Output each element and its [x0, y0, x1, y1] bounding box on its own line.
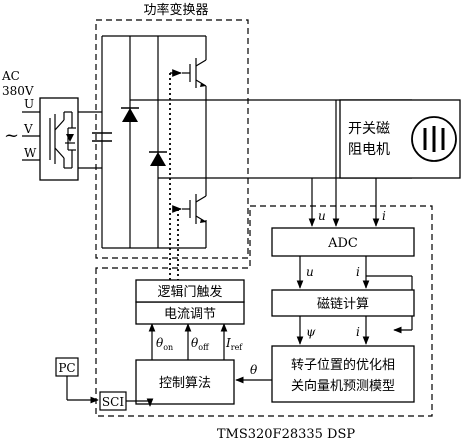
power-converter-boundary	[95, 19, 249, 259]
rectifier-diode-icon	[66, 134, 74, 142]
flux-linkage-label: 磁链计算	[317, 297, 369, 312]
ac-voltage: 380V	[2, 84, 34, 98]
signal-i-low: i	[356, 325, 360, 339]
logic-trigger-block	[135, 279, 245, 303]
control-algorithm-block	[135, 359, 235, 405]
dc-link-capacitor-icon	[92, 132, 112, 142]
gate-signal-lines	[169, 73, 179, 283]
phase-input-lines	[22, 111, 40, 161]
pc-label: PC	[58, 361, 75, 375]
prediction-model-line2: 关向量机预测模型	[291, 378, 395, 394]
freewheel-diode-upper-icon	[122, 108, 138, 122]
tilde-symbol: ~	[4, 125, 19, 146]
signal-psi: ψ	[306, 325, 316, 339]
signal-theta-on: θon	[156, 336, 173, 352]
signal-i-ref: Iref	[225, 336, 243, 352]
flux-linkage-block	[271, 289, 415, 317]
signal-i-mid: i	[356, 265, 360, 279]
control-algorithm-label: 控制算法	[159, 376, 211, 391]
phase-u-label: U	[24, 97, 34, 111]
ac-label: AC	[1, 69, 20, 83]
dc-link-wires	[78, 36, 103, 248]
motor-label-line2: 阻电机	[348, 142, 390, 158]
phase-v-label: V	[23, 122, 33, 136]
rectifier-igbt-icon	[49, 111, 76, 169]
motor-box	[339, 99, 461, 179]
bridge-wiring	[102, 35, 207, 249]
lower-switch-icon	[182, 194, 207, 224]
current-regulation-label: 电流调节	[164, 307, 216, 322]
adc-block	[271, 227, 415, 257]
freewheel-diode-lower-icon	[150, 152, 166, 166]
upper-switch-icon	[182, 58, 207, 88]
signal-i-top: i	[382, 209, 386, 223]
motor-label-line1: 开关磁	[348, 121, 390, 137]
signal-u-mid: u	[306, 265, 314, 279]
logic-trigger-label: 逻辑门触发	[157, 284, 222, 300]
prediction-model-block	[271, 345, 415, 403]
signal-u-top: u	[318, 209, 326, 223]
signal-theta-off: θoff	[191, 336, 210, 352]
sci-label: SCI	[102, 395, 124, 409]
phase-w-label: W	[24, 146, 37, 160]
signal-theta: θ	[250, 363, 258, 377]
dsp-boundary	[95, 205, 433, 417]
pc-sci-link	[66, 376, 154, 407]
motor-icon	[411, 116, 457, 162]
adc-label: ADC	[327, 236, 358, 251]
dsp-label: TMS320F28335 DSP	[217, 427, 356, 442]
prediction-model-line1: 转子位置的优化相	[291, 357, 395, 373]
power-converter-title: 功率变换器	[143, 2, 208, 18]
control-output-arrows	[148, 323, 228, 360]
